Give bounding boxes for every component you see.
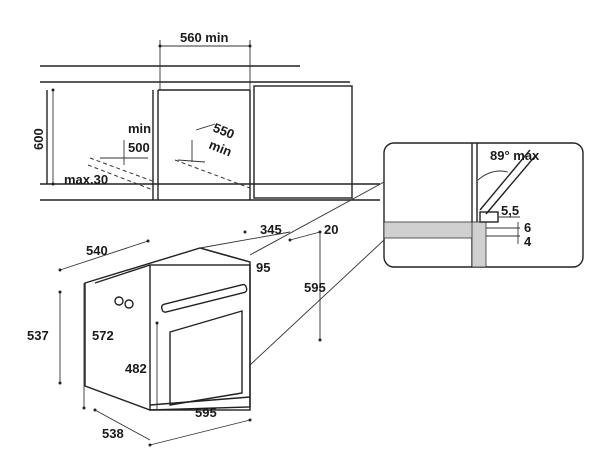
value-500-label: 500 xyxy=(128,140,150,155)
dim-95-label: 95 xyxy=(256,260,270,275)
inset-connector-top xyxy=(249,181,385,256)
height-572-label: 572 xyxy=(92,328,114,343)
min-label: min xyxy=(128,121,151,136)
max-30-label: max.30 xyxy=(64,172,108,187)
oven-drawing xyxy=(58,230,322,447)
depth-538-label: 538 xyxy=(102,426,124,441)
angle-label: 89° max xyxy=(490,148,540,163)
hinge-detail-inset xyxy=(383,142,584,268)
dim-6-label: 6 xyxy=(524,220,531,235)
height-595-label: 595 xyxy=(304,280,326,295)
cabinet-drawing xyxy=(40,40,380,201)
dim-20-label: 20 xyxy=(324,222,338,237)
dim-345-label: 345 xyxy=(260,222,282,237)
height-537-label: 537 xyxy=(27,328,49,343)
height-482-label: 482 xyxy=(125,361,147,376)
width-595-label: 595 xyxy=(195,405,217,420)
dim-5-5-label: 5,5 xyxy=(501,203,519,218)
depth-540-label: 540 xyxy=(86,243,108,258)
dim-4-label: 4 xyxy=(524,234,532,249)
inset-connector-bottom xyxy=(249,239,385,366)
width-min-label: 560 min xyxy=(180,30,228,45)
height-600-label: 600 xyxy=(31,128,46,150)
